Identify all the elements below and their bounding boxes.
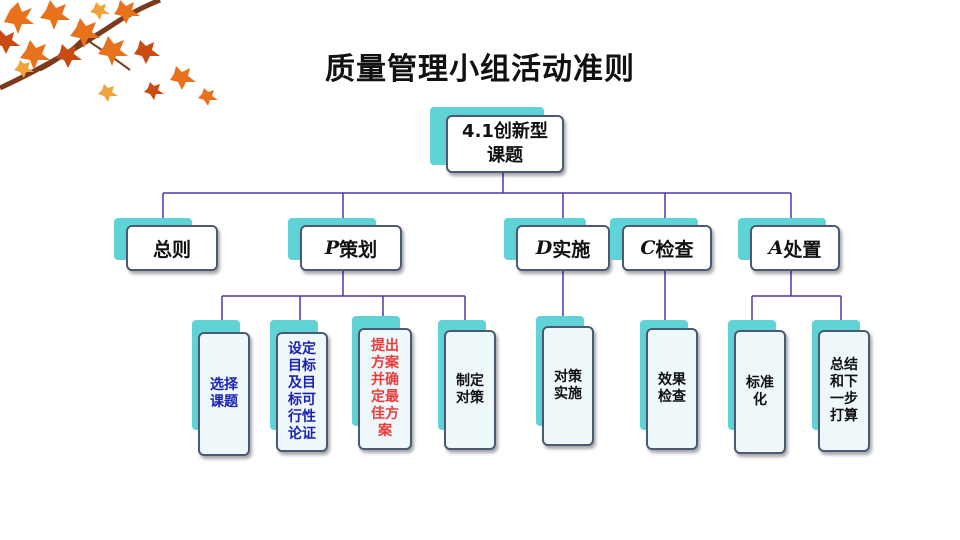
plan-letter: P xyxy=(324,237,340,259)
p-item-label: 设定目标及目标可行性论证 xyxy=(276,332,328,452)
do-letter: D xyxy=(535,237,553,259)
p-item-label: 制定对策 xyxy=(444,330,496,450)
c-item-label: 效果检查 xyxy=(646,328,698,450)
plan-text: 策划 xyxy=(339,238,378,261)
p-item-label: 提出方案并确定最佳方案 xyxy=(358,328,412,450)
do-text: 实施 xyxy=(552,238,591,261)
check-letter: C xyxy=(640,237,656,259)
general-label: 总则 xyxy=(126,225,218,271)
root-node-label: 4.1创新型课题 xyxy=(446,115,564,173)
p-item-label: 选择课题 xyxy=(198,332,250,456)
autumn-leaves-decoration xyxy=(0,0,218,106)
act-text: 处置 xyxy=(783,238,822,261)
check-text: 检查 xyxy=(655,238,694,261)
d-item-label: 对策实施 xyxy=(542,326,594,446)
act-letter: A xyxy=(768,237,784,259)
a-item-label: 总结和下一步打算 xyxy=(818,330,870,452)
page-title: 质量管理小组活动准则 xyxy=(325,52,635,87)
a-item-label: 标准化 xyxy=(734,330,786,454)
